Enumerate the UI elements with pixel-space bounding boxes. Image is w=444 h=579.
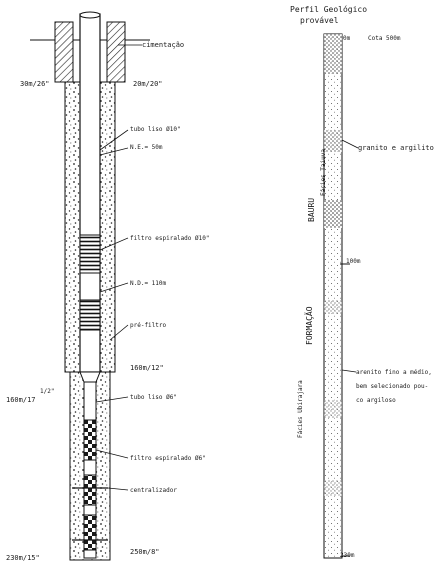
label-centralizer: centralizador (130, 487, 177, 494)
profile-column (323, 33, 343, 559)
vertical-facies-taiuva: Fácies Taiuva (320, 149, 327, 196)
leader-dynamic-level (99, 282, 129, 293)
label-static-level: N.E.= 50m (130, 144, 163, 151)
label-top-right: 20m/20" (133, 80, 163, 88)
screen-6in-section-1 (83, 419, 97, 461)
label-arenito-2: bem selecionado pou- (356, 383, 428, 390)
vertical-formacao: FORMAÇÃO (304, 306, 314, 345)
label-cementation: cimentação (142, 41, 184, 49)
casing-top-opening (79, 11, 101, 19)
label-prefilter: pré-filtro (130, 322, 167, 329)
leader-centralizer (107, 487, 129, 491)
label-casing: tubo liso Ø10" (130, 126, 181, 133)
label-bottom-left: 230m/15" (6, 554, 40, 562)
profile-band-2 (324, 130, 342, 152)
geologic-profile: Perfil Geológico provável 0m Cota 500m g… (290, 4, 434, 559)
label-cota: Cota 500m (368, 35, 401, 42)
leader-screen-6 (95, 449, 129, 459)
label-top-left: 30m/26" (20, 80, 50, 88)
screen-10in-section-2 (79, 299, 101, 331)
leader-screen-10 (99, 237, 129, 251)
label-dynamic-level: N.D.= 110m (130, 280, 167, 287)
leader-casing (99, 129, 129, 151)
label-arenito-3: co argiloso (356, 397, 396, 404)
well-diagram: cimentação 30m/26" 20m/20" tubo liso Ø10… (6, 11, 209, 562)
cementation-left-block (54, 21, 74, 83)
leader-granite (341, 139, 359, 149)
label-casing-6: tubo liso Ø6" (130, 394, 177, 401)
profile-band-3 (324, 200, 342, 228)
cementation-right-block (106, 21, 126, 83)
screen-6in-section-3 (83, 514, 97, 551)
screen-6in-section-2 (83, 474, 97, 506)
label-bottom-depth: 230m (340, 552, 355, 559)
label-screen-6: filtro espiralado Ø6" (130, 455, 206, 462)
label-top-depth: 0m (343, 35, 351, 42)
label-left-mid: 160m/17 (6, 396, 36, 404)
label-arenito-1: arenito fino a médio, (356, 369, 432, 376)
profile-band-4 (324, 300, 342, 314)
vertical-facies-ubirajara: Fácies Ubirajara (297, 380, 304, 438)
profile-band-1 (324, 34, 342, 74)
screen-10in-section-1 (79, 234, 101, 274)
profile-title-line2: provável (300, 16, 339, 25)
label-screen-10: filtro espiralado Ø10" (130, 235, 209, 242)
leader-casing-6 (95, 396, 129, 403)
label-depth-160: 160m/12" (130, 364, 164, 372)
profile-band-5 (324, 400, 342, 418)
label-bottom-right: 250m/8" (130, 548, 160, 556)
label-left-mid-fraction: 1/2" (40, 388, 54, 395)
label-100m: 100m (346, 258, 361, 265)
profile-band-6 (324, 480, 342, 496)
casing-reducer (79, 371, 101, 383)
leader-prefilter (109, 324, 129, 341)
vertical-bauru: BAURU (307, 198, 316, 222)
leader-arenito (341, 369, 357, 373)
leader-static-level (99, 147, 129, 156)
label-granite-argilite: granito e argilito (358, 144, 434, 152)
profile-title-line1: Perfil Geológico (290, 4, 367, 14)
